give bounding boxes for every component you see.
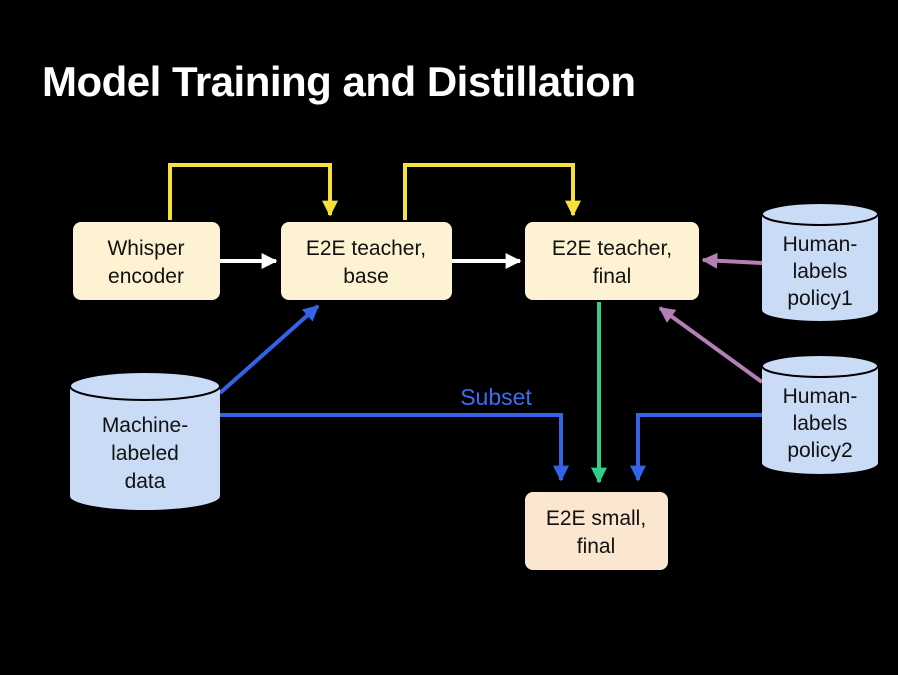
node-policy2-line3: policy2	[787, 439, 852, 462]
node-small-final-line1: E2E small,	[546, 507, 646, 530]
node-policy1-line1: Human-	[783, 233, 858, 256]
node-whisper-encoder-line2: encoder	[108, 265, 184, 288]
node-small-final: E2E small, final	[525, 492, 668, 570]
node-small-final-line2: final	[577, 535, 616, 558]
edge-policy2-to-final	[658, 306, 764, 384]
node-machine-line2: labeled	[111, 442, 179, 465]
node-policy1-line3: policy1	[787, 287, 852, 310]
node-policy1-line2: labels	[793, 260, 848, 283]
edge-machine-to-base	[218, 304, 320, 395]
node-human-labels-policy2: Human- labels policy2	[761, 354, 879, 474]
edge-policy2-to-small	[630, 413, 762, 482]
edge-whisper-to-base-yellow	[168, 163, 338, 220]
subset-label: Subset	[460, 384, 532, 410]
edge-machine-subset-to-small	[220, 413, 569, 482]
node-whisper-encoder: Whisper encoder	[73, 222, 220, 300]
node-teacher-base: E2E teacher, base	[281, 222, 452, 300]
node-whisper-encoder-line1: Whisper	[107, 237, 184, 260]
slide-title: Model Training and Distillation	[42, 58, 636, 105]
node-machine-labeled-data: Machine- labeled data	[69, 371, 221, 510]
node-teacher-final: E2E teacher, final	[525, 222, 699, 300]
node-machine-line1: Machine-	[102, 414, 188, 437]
node-teacher-final-line2: final	[593, 265, 632, 288]
node-teacher-base-line2: base	[343, 265, 389, 288]
node-human-labels-policy1: Human- labels policy1	[761, 202, 879, 321]
node-policy2-line1: Human-	[783, 385, 858, 408]
node-policy2-line2: labels	[793, 412, 848, 435]
node-teacher-base-line1: E2E teacher,	[306, 237, 426, 260]
edge-base-to-final-yellow	[403, 163, 581, 220]
node-machine-line3: data	[125, 470, 166, 493]
edge-policy1-to-final	[701, 252, 763, 269]
node-teacher-final-line1: E2E teacher,	[552, 237, 672, 260]
